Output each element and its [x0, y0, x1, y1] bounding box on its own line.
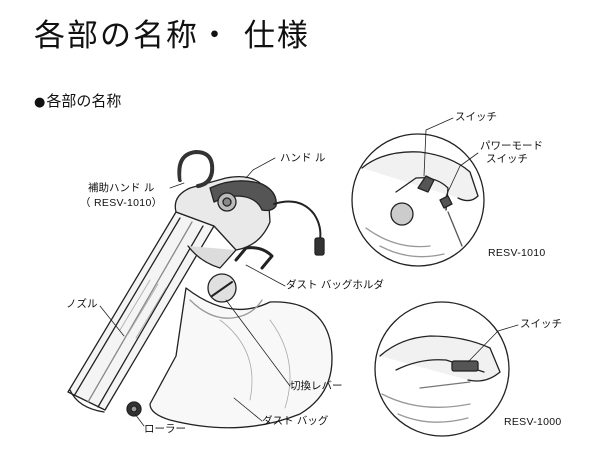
label-aux-handle: 補助ハンド ル	[88, 182, 155, 194]
dust-bag-holder-shape	[234, 246, 274, 270]
label-power-mode-line1: パワーモード	[480, 140, 543, 152]
model-label-1010: RESV-1010	[488, 247, 546, 259]
section-heading-text: 各部の名称	[46, 92, 122, 110]
bullet-icon: ●	[34, 95, 46, 110]
detail-circle-1000	[374, 301, 510, 437]
leader-lines-main	[99, 157, 291, 427]
label-switch-1000: スイッチ	[520, 318, 562, 330]
power-cord	[273, 200, 322, 241]
label-aux-handle-note: （ RESV-1010）	[80, 197, 163, 209]
label-power-mode-line2: スイッチ	[486, 153, 528, 165]
dust-bag-shape	[149, 287, 333, 429]
label-roller: ローラー	[144, 423, 186, 435]
page-title: 各部の名称・ 仕様	[34, 18, 310, 54]
label-nozzle: ノズル	[66, 298, 98, 310]
label-handle: ハンド ル	[280, 152, 326, 164]
leader-lines-1000	[467, 324, 519, 363]
label-dust-bag: ダスト バッグ	[262, 415, 329, 427]
label-switch-lever: 切換レバー	[290, 380, 343, 392]
section-heading: ●各部の名称	[34, 90, 121, 111]
blower-illustration	[67, 150, 333, 429]
detail-circle-1010	[351, 133, 485, 267]
label-dust-bag-holder: ダスト バッグホルダ	[286, 279, 384, 291]
leader-lines-1010	[423, 117, 479, 197]
aux-handle-shape	[177, 150, 215, 188]
label-switch-1010: スイッチ	[455, 111, 497, 123]
model-label-1000: RESV-1000	[504, 416, 562, 428]
